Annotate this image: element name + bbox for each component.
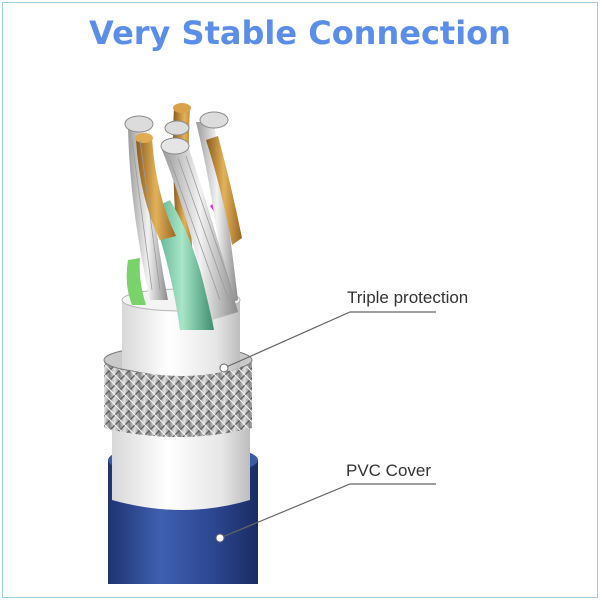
triple-protection-label: Triple protection bbox=[347, 288, 469, 307]
callout-leaders bbox=[215, 311, 436, 543]
inner-wires bbox=[124, 103, 242, 330]
pvc-cover-label: PVC Cover bbox=[346, 461, 432, 480]
white-sleeve-lower bbox=[112, 414, 250, 510]
headline: Very Stable Connection bbox=[89, 14, 511, 52]
